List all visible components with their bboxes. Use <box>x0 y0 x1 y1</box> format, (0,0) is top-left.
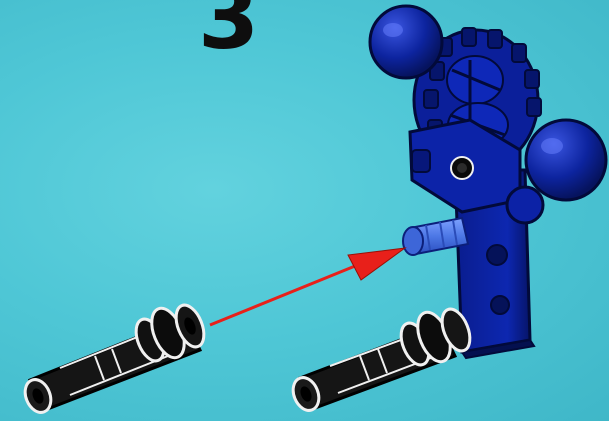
assembly-arrow-icon <box>210 248 405 325</box>
black-friction-pin-icon <box>289 305 476 414</box>
black-friction-pin-icon <box>21 301 210 416</box>
blue-beam-assembly-icon <box>370 6 606 358</box>
